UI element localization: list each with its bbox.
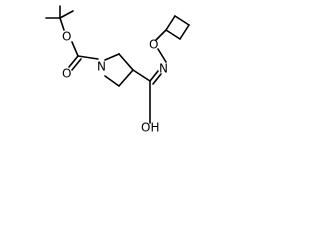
bond-cb-right-bottom (179, 24, 190, 40)
bond-cb-top-right (174, 15, 190, 26)
bond-carbonyl-double-b (71, 58, 82, 71)
bond-o-to-cyclobutyl (155, 29, 167, 41)
bond-ring-to-amide-c (132, 69, 151, 82)
atom-label-oxime-oxygen: O (149, 38, 158, 52)
bond-carbonyl-to-n (77, 55, 99, 60)
bond-tbu-methyl-right (59, 10, 74, 19)
bond-c-n-double-b (152, 73, 162, 85)
bond-tbu-to-oxygen (59, 17, 65, 31)
atom-label-oxime-nitrogen: N (159, 62, 168, 76)
bond-n-to-o (157, 48, 167, 63)
bond-cb-bottom-left (165, 29, 181, 40)
atom-label-boc-ester-oxygen: O (62, 30, 71, 44)
bond-ring-bottom-n (104, 75, 120, 87)
atom-label-hydroxyl: OH (141, 121, 159, 135)
molecule-drawing: O O N N O OH (45, 5, 190, 135)
bond-ring-n-top (104, 53, 120, 61)
atom-label-boc-carbonyl-oxygen: O (62, 67, 71, 81)
atom-label-ring-nitrogen: N (97, 60, 106, 74)
bond-cb-left-top (165, 15, 176, 31)
bond-ring-top-right (118, 53, 134, 71)
bond-c-n-double-a (149, 70, 159, 82)
bond-ring-right-bottom (118, 69, 134, 87)
bond-oxygen-to-carbonyl (71, 41, 79, 57)
bond-carbonyl-double-a (68, 55, 79, 68)
structure-canvas: O O N N O OH (0, 0, 208, 149)
